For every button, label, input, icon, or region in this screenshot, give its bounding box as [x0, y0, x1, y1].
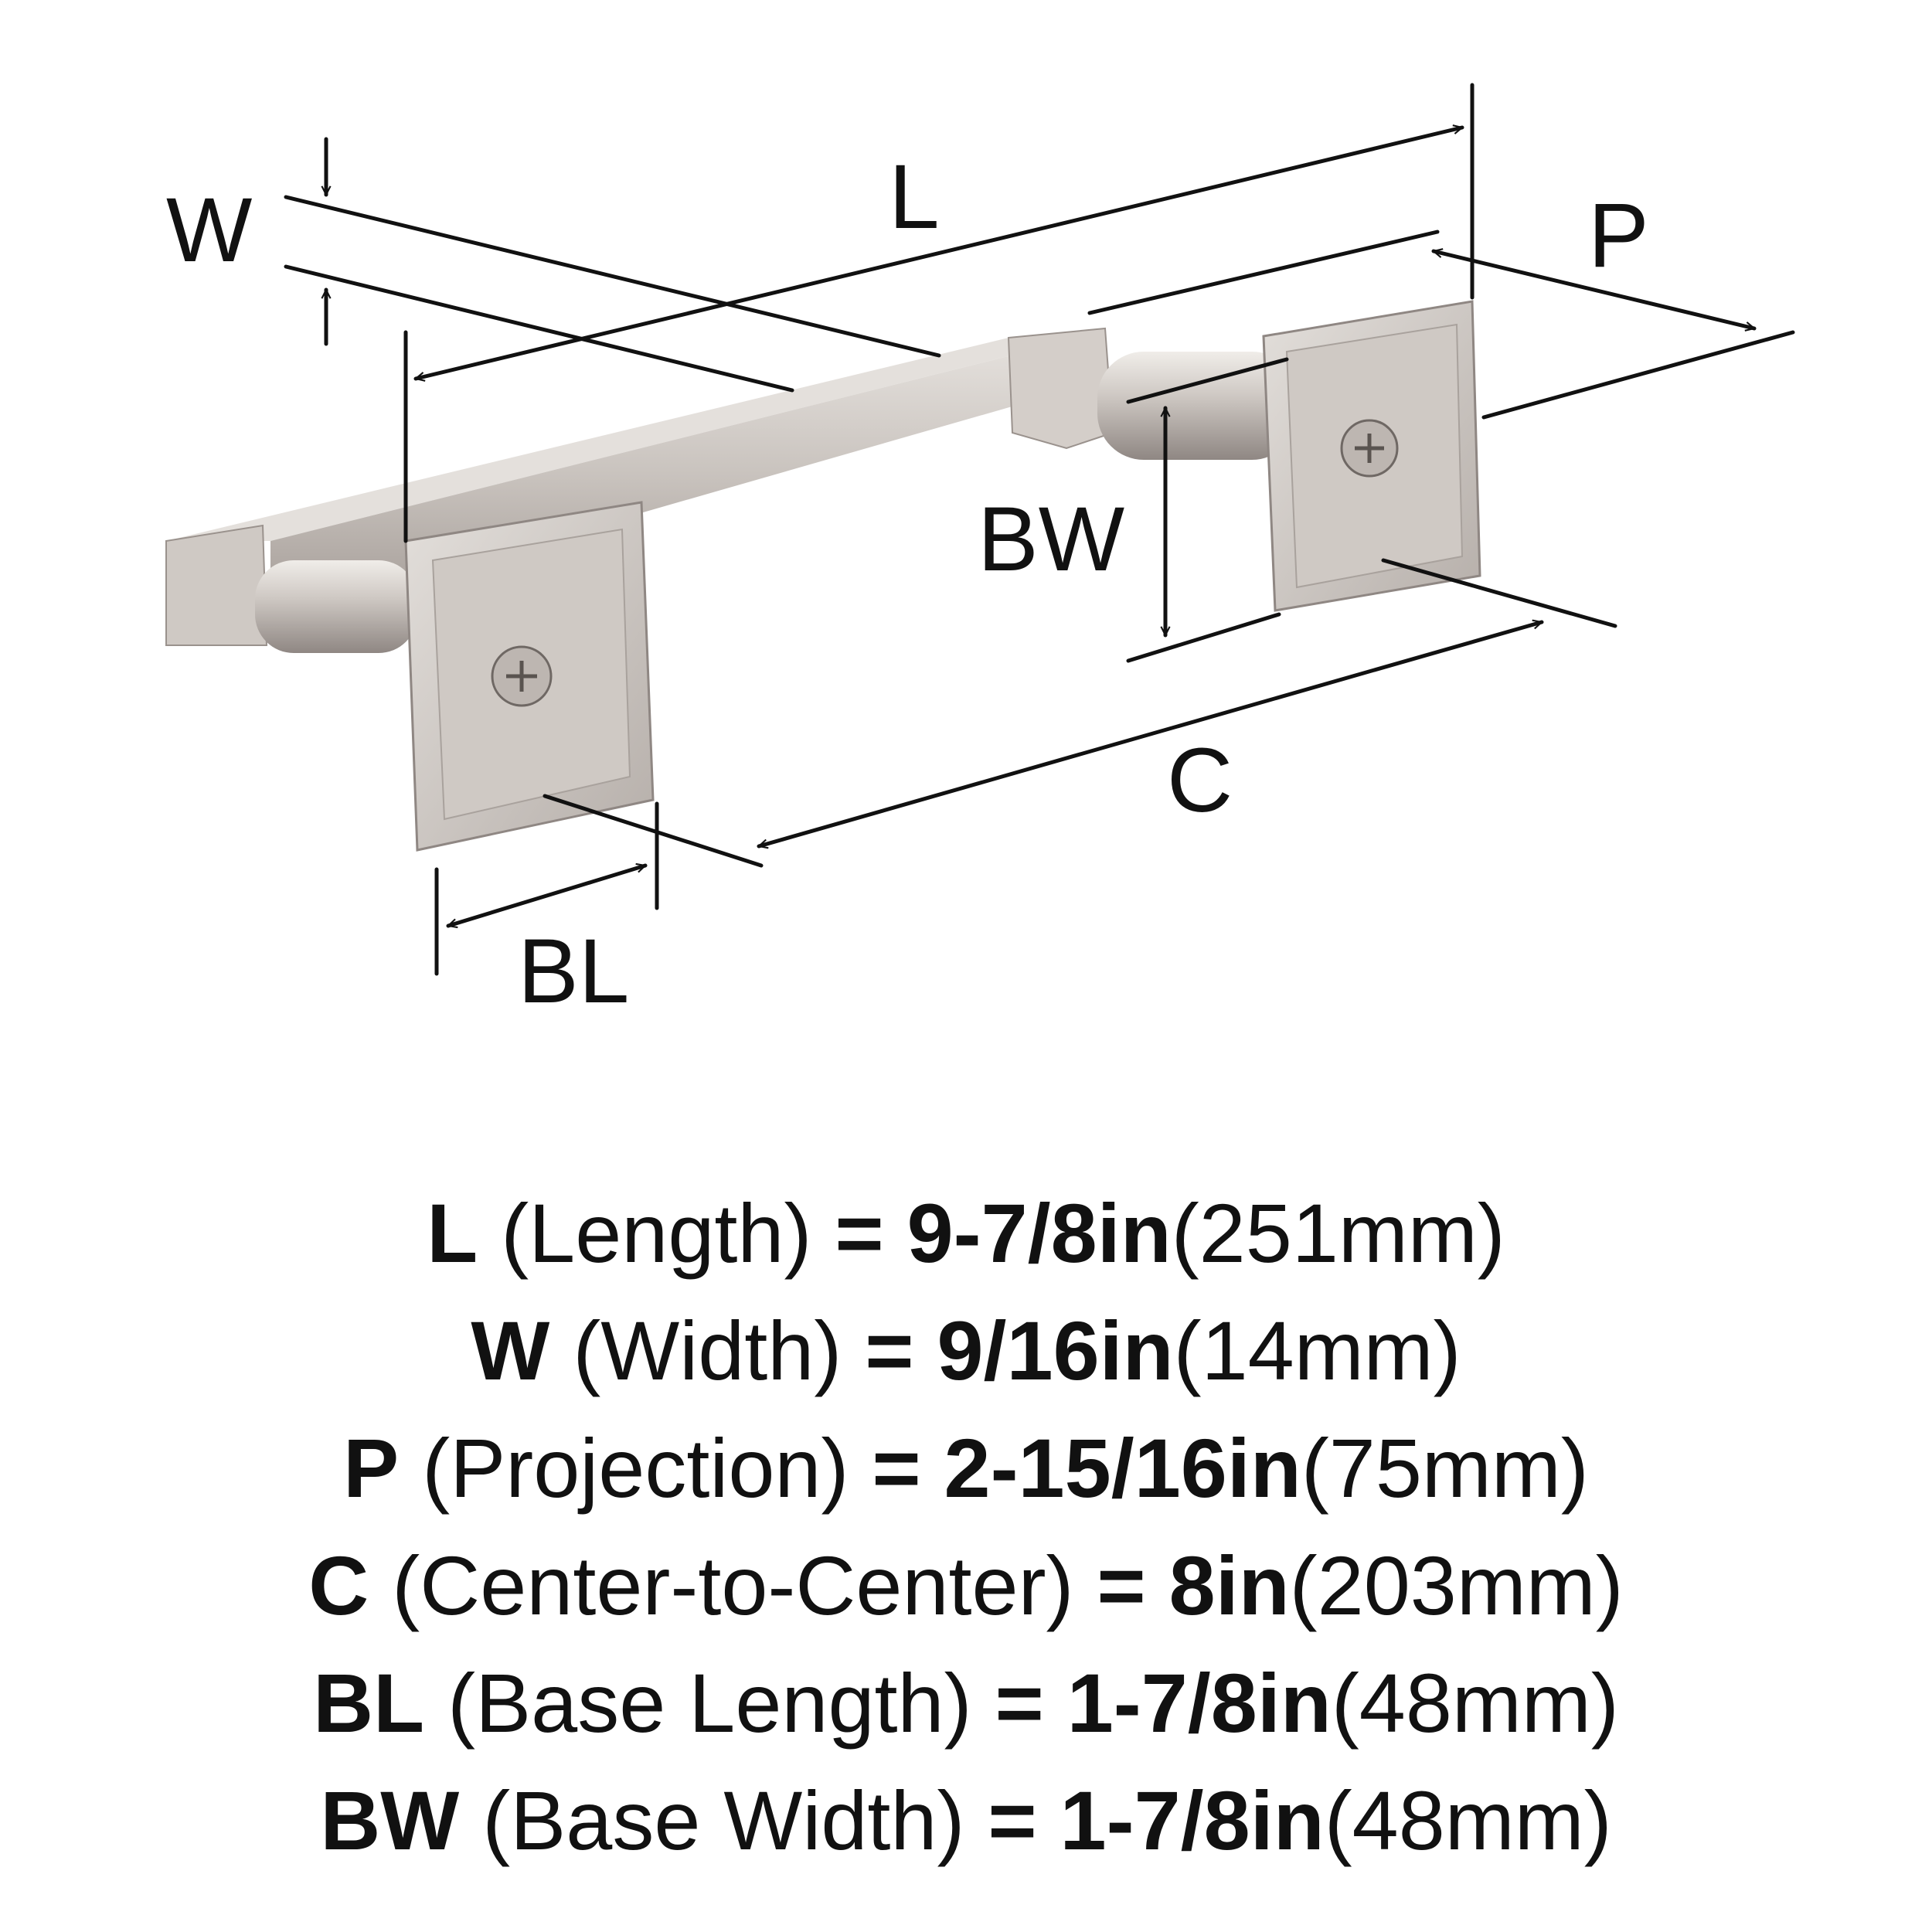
spec-row-center-to-center: C (Center-to-Center) = 8in(203mm) [0, 1527, 1932, 1645]
spec-abbr: BL [313, 1656, 425, 1750]
spec-metric: (75mm) [1301, 1421, 1589, 1515]
spec-row-length: L (Length) = 9-7/8in(251mm) [0, 1175, 1932, 1292]
spec-eq: = [1097, 1539, 1146, 1632]
product-dimension-diagram: W L P BW C BL [165, 83, 1795, 1022]
spec-imperial: 1-7/8in [1066, 1656, 1332, 1750]
spec-desc: (Projection) [422, 1421, 849, 1515]
label-w: W [166, 179, 252, 281]
left-mounting-plate [404, 501, 655, 852]
label-p: P [1588, 185, 1649, 287]
label-c: C [1167, 730, 1233, 832]
spec-desc: (Width) [573, 1304, 842, 1397]
center-cap [1007, 327, 1114, 450]
spec-abbr: W [471, 1304, 550, 1397]
spec-row-width: W (Width) = 9/16in(14mm) [0, 1292, 1932, 1410]
left-rod [255, 560, 417, 653]
right-mounting-plate [1262, 300, 1481, 612]
spec-imperial: 2-15/16in [944, 1421, 1301, 1515]
spec-metric: (48mm) [1331, 1656, 1619, 1750]
spec-eq: = [865, 1304, 914, 1397]
spec-eq: = [872, 1421, 921, 1515]
spec-eq: = [995, 1656, 1044, 1750]
spec-eq: = [988, 1774, 1037, 1867]
spec-desc: (Center-to-Center) [392, 1539, 1074, 1632]
label-l: L [889, 146, 940, 248]
spec-imperial: 1-7/8in [1060, 1774, 1325, 1867]
spec-metric: (203mm) [1289, 1539, 1624, 1632]
dimension-lines [284, 83, 1795, 976]
spec-desc: (Base Length) [447, 1656, 972, 1750]
label-bl: BL [518, 920, 629, 1022]
spec-abbr: L [427, 1186, 478, 1280]
spec-metric: (14mm) [1173, 1304, 1461, 1397]
spec-desc: (Base Width) [482, 1774, 965, 1867]
dimension-spec-list: L (Length) = 9-7/8in(251mm) W (Width) = … [0, 1175, 1932, 1879]
spec-row-base-width: BW (Base Width) = 1-7/8in(48mm) [0, 1762, 1932, 1879]
spec-eq: = [835, 1186, 884, 1280]
spec-row-projection: P (Projection) = 2-15/16in(75mm) [0, 1410, 1932, 1527]
spec-abbr: BW [320, 1774, 460, 1867]
spec-metric: (251mm) [1171, 1186, 1505, 1280]
spec-imperial: 9/16in [937, 1304, 1174, 1397]
bar-top-face [166, 338, 1082, 541]
spec-abbr: P [343, 1421, 400, 1515]
spec-imperial: 9-7/8in [906, 1186, 1172, 1280]
spec-imperial: 8in [1168, 1539, 1290, 1632]
spec-metric: (48mm) [1324, 1774, 1612, 1867]
left-end-cap [165, 524, 268, 646]
product-illustration [165, 300, 1481, 852]
spec-abbr: C [308, 1539, 369, 1632]
spec-desc: (Length) [501, 1186, 812, 1280]
label-bw: BW [978, 488, 1124, 590]
spec-row-base-length: BL (Base Length) = 1-7/8in(48mm) [0, 1645, 1932, 1762]
